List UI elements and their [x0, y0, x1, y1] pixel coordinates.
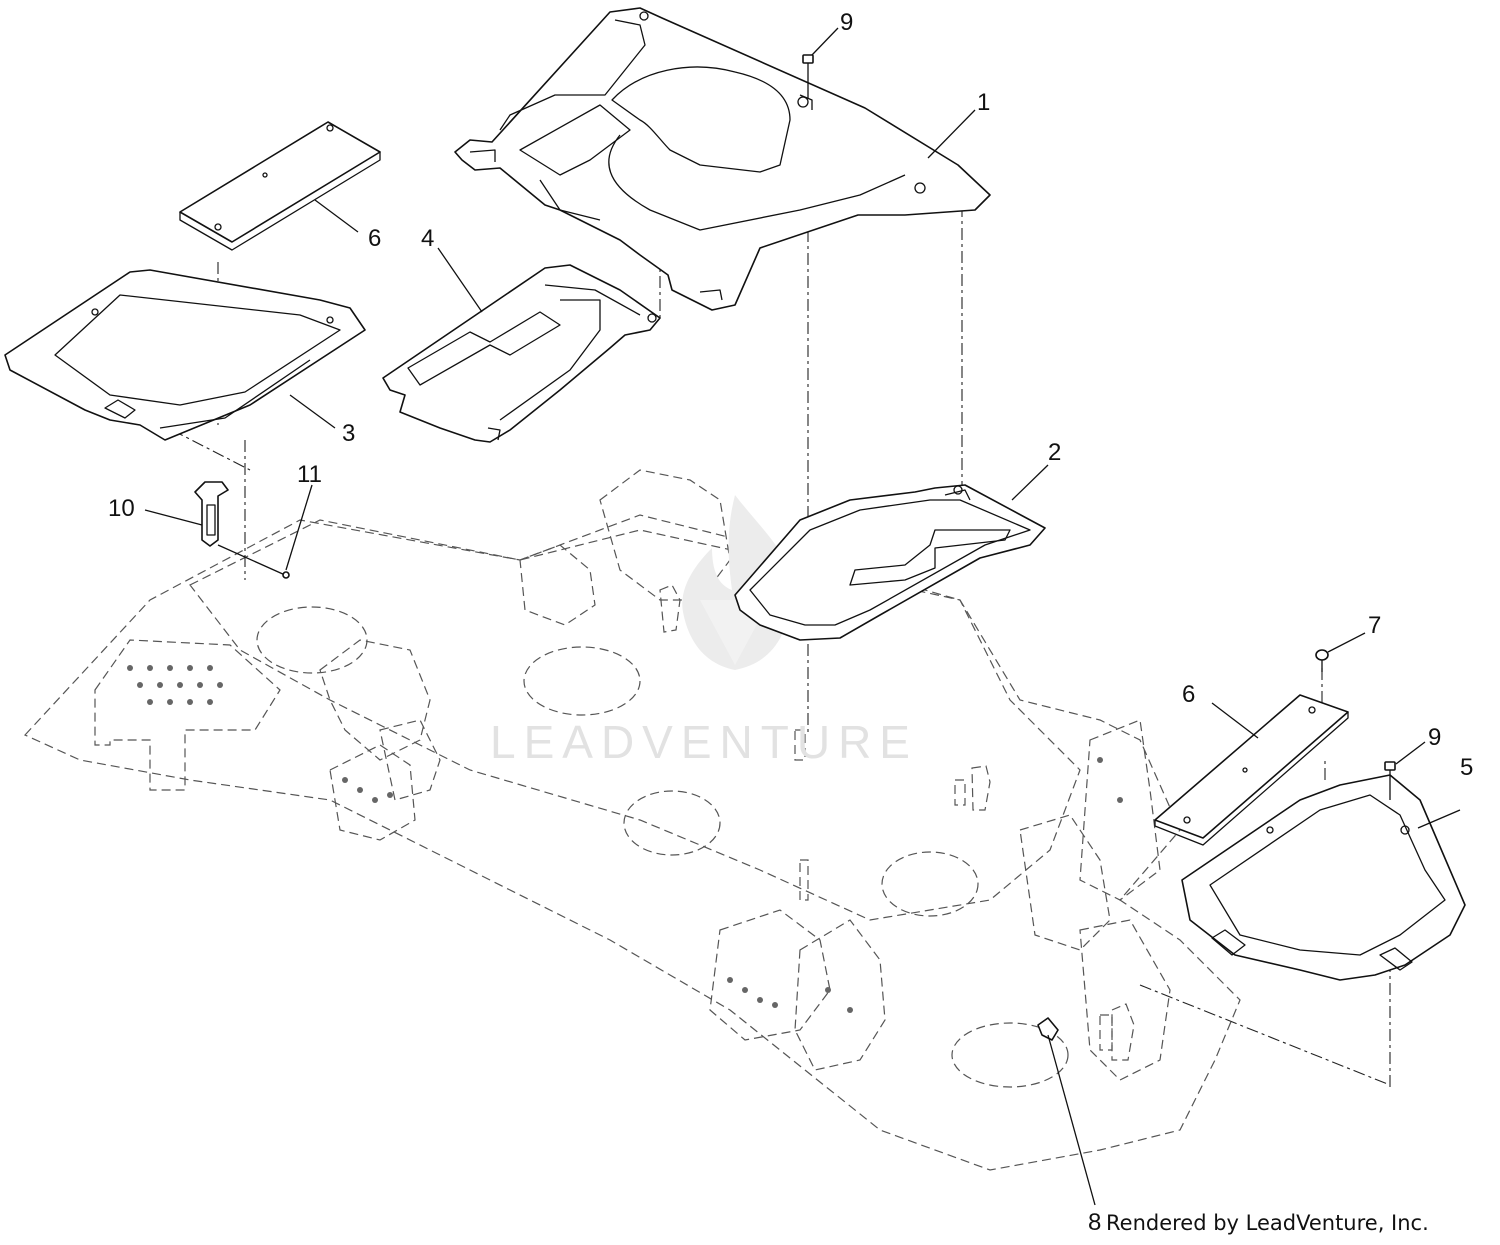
part-5-right-panel [1181, 774, 1466, 981]
callout-4: 4 [421, 225, 434, 252]
callout-9-top: 9 [840, 9, 853, 36]
callout-5: 5 [1460, 754, 1473, 781]
deck-frame-ghost [23, 469, 1241, 1171]
callout-9-right: 9 [1428, 724, 1441, 751]
alignment-lines [171, 205, 1391, 1090]
callout-2: 2 [1048, 439, 1061, 466]
callout-8: 8 [1088, 1209, 1101, 1236]
render-credit: Rendered by LeadVenture, Inc. [1106, 1211, 1429, 1235]
part-2-pan-insert [734, 484, 1046, 641]
part-6-cover-plate-right [1154, 694, 1349, 846]
bolt-9-right-icon [1384, 761, 1396, 800]
pin-11-icon [217, 544, 290, 579]
part-4-tunnel-cover [382, 264, 661, 443]
callout-labels: 9 1 6 4 3 2 10 11 7 6 9 5 8 [108, 9, 1473, 1236]
callout-7: 7 [1368, 612, 1381, 639]
callout-10: 10 [108, 495, 135, 522]
latch-10-icon [194, 481, 229, 547]
rivet-7-icon [1315, 649, 1329, 672]
fasteners [194, 54, 1396, 1041]
callout-6-left: 6 [368, 225, 381, 252]
part-1-floor-pan [454, 7, 991, 311]
bracket-holes [342, 757, 1123, 1013]
bolt-9-top-icon [802, 54, 814, 98]
part-3-left-panel [4, 269, 366, 441]
leader-lines [144, 27, 1461, 1206]
callout-11: 11 [297, 461, 322, 488]
callout-6-right: 6 [1182, 681, 1195, 708]
watermark-text: LEADVENTURE [490, 716, 918, 768]
part-6-cover-plate-left [179, 121, 381, 251]
clip-8-icon [1037, 1017, 1059, 1041]
callout-3: 3 [342, 420, 355, 447]
foot-plate-holes [127, 665, 223, 705]
callout-1: 1 [977, 89, 990, 116]
